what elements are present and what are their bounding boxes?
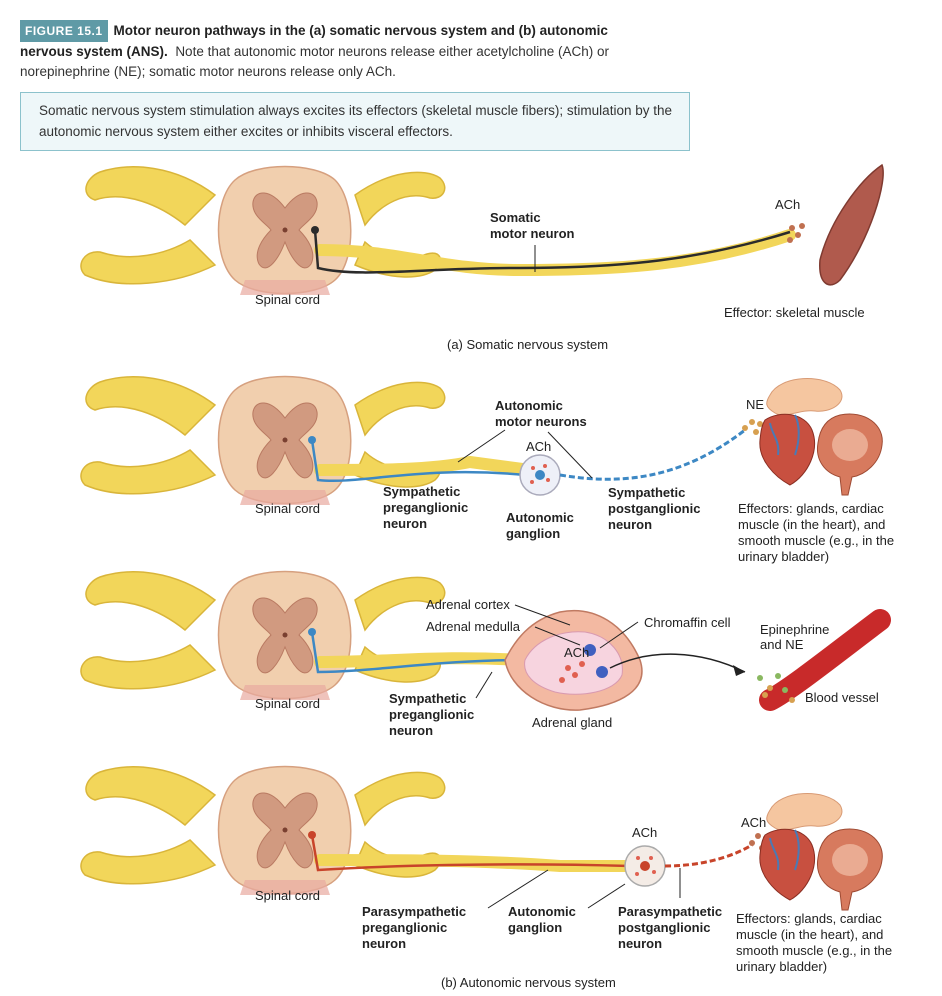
hormones-label-1: Epinephrine	[760, 622, 830, 637]
spinal-cord-label-b3: Spinal cord	[255, 888, 321, 903]
sym-pre-label-1: Sympathetic	[383, 484, 461, 499]
ganglion-label-b3-2: ganglion	[508, 920, 563, 935]
sym-post-label-1: Sympathetic	[608, 485, 686, 500]
effector-label-a: Effector: skeletal muscle	[724, 305, 865, 320]
ach-label-b3-ganglion: ACh	[632, 825, 658, 840]
panel-a-subtitle: (a) Somatic nervous system	[447, 337, 609, 352]
hormones-label-2: and NE	[760, 637, 804, 652]
effector-organs-b1	[758, 377, 884, 496]
hormone-molecules	[757, 673, 795, 703]
release-arrow	[609, 653, 746, 673]
spinal-cord-b3	[80, 765, 446, 896]
para-post-label-3: neuron	[618, 936, 663, 951]
motor-neurons-label-2: motor neurons	[495, 414, 587, 429]
chromaffin-cell	[584, 644, 596, 656]
effectors-label-b1-3: smooth muscle (e.g., in the	[738, 533, 895, 548]
sym-pre-b2-label-2: preganglionic	[389, 707, 475, 722]
effector-organs-b3	[758, 792, 884, 911]
figure-label: FIGURE 15.1	[20, 20, 108, 42]
effectors-label-b3-1: Effectors: glands, cardiac	[736, 911, 882, 926]
ganglion-label-b3-1: Autonomic	[508, 904, 576, 919]
adrenal-cortex-label: Adrenal cortex	[426, 597, 510, 612]
blood-vessel	[759, 609, 891, 711]
ach-terminal-a	[787, 223, 805, 243]
ganglion-label-b1-2: ganglion	[506, 526, 561, 541]
motor-neurons-label-1: Autonomic	[495, 398, 563, 413]
sympathetic-preganglionic-axon-b2	[310, 631, 521, 674]
sympathetic-postganglionic-axon	[559, 428, 746, 481]
para-post-label-2: postganglionic	[618, 920, 711, 935]
parasympathetic-preganglionic-axon	[310, 834, 631, 872]
effectors-label-b1-1: Effectors: glands, cardiac	[738, 501, 884, 516]
somatic-neuron-label-2: motor neuron	[490, 226, 575, 241]
chromaffin-label: Chromaffin cell	[644, 615, 731, 630]
panel-b-subtitle: (b) Autonomic nervous system	[441, 975, 616, 990]
sym-pre-b2-label-3: neuron	[389, 723, 434, 738]
spinal-cord-label-b2: Spinal cord	[255, 696, 321, 711]
para-post-label-1: Parasympathetic	[618, 904, 723, 919]
effectors-label-b3-3: smooth muscle (e.g., in the	[736, 943, 893, 958]
adrenal-medulla-label: Adrenal medulla	[426, 619, 520, 634]
para-pre-label-1: Parasympathetic	[362, 904, 467, 919]
ach-label-b2: ACh	[564, 645, 590, 660]
sym-pre-label-3: neuron	[383, 516, 428, 531]
ganglion-label-b1-1: Autonomic	[506, 510, 574, 525]
sym-post-label-3: neuron	[608, 517, 653, 532]
effectors-label-b1-4: urinary bladder)	[738, 549, 830, 564]
parasympathetic-postganglionic-axon	[664, 843, 753, 868]
effectors-label-b1-2: muscle (in the heart), and	[738, 517, 886, 532]
spinal-cord-b2	[80, 570, 446, 701]
ach-label-b3-effector: ACh	[741, 815, 767, 830]
blood-vessel-label: Blood vessel	[805, 690, 879, 705]
para-pre-label-3: neuron	[362, 936, 407, 951]
somatic-neuron-label-1: Somatic	[490, 210, 541, 225]
sym-post-label-2: postganglionic	[608, 501, 701, 516]
ne-terminal	[742, 419, 763, 435]
spinal-cord-label-a: Spinal cord	[255, 292, 321, 307]
ach-label-b1: ACh	[526, 439, 552, 454]
para-pre-label-2: preganglionic	[362, 920, 448, 935]
spinal-cord-label-b1: Spinal cord	[255, 501, 321, 516]
effectors-label-b3-2: muscle (in the heart), and	[736, 927, 884, 942]
sym-pre-b2-label-1: Sympathetic	[389, 691, 467, 706]
sympathetic-preganglionic-axon	[310, 439, 526, 483]
adrenal-gland-label: Adrenal gland	[532, 715, 613, 730]
sym-pre-label-2: preganglionic	[383, 500, 469, 515]
ach-label-a: ACh	[775, 197, 801, 212]
note-box: Somatic nervous system stimulation alway…	[20, 92, 690, 151]
spinal-cord-a	[80, 165, 446, 296]
figure-text: Note that autonomic motor neurons releas…	[20, 44, 610, 79]
effectors-label-b3-4: urinary bladder)	[736, 959, 828, 974]
ne-label: NE	[746, 397, 765, 412]
skeletal-muscle	[819, 163, 884, 286]
figure-title: Motor neuron pathways in the (a) somatic…	[20, 23, 608, 59]
somatic-neuron-axon	[313, 229, 791, 274]
